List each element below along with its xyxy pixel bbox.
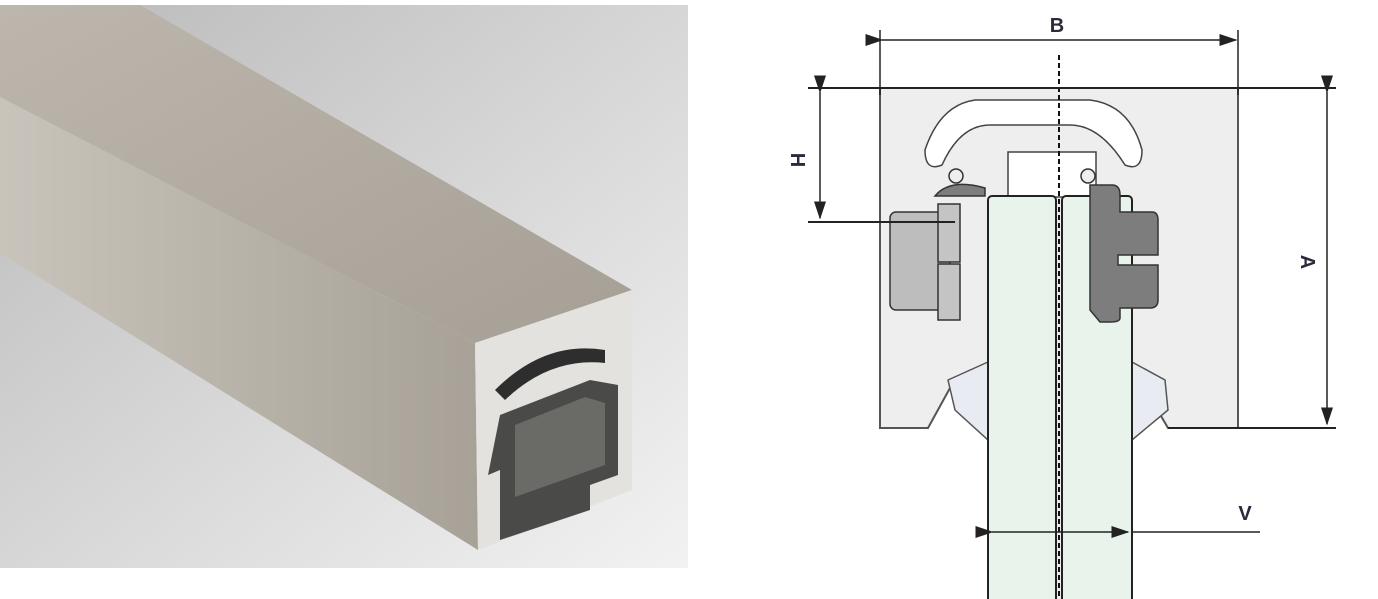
glass-left — [987, 195, 1057, 599]
cross-section-diagram: B H A V — [786, 15, 1336, 599]
right-gasket — [1089, 184, 1159, 323]
left-bead — [948, 168, 964, 184]
left-block-upper — [937, 203, 961, 263]
dimension-v-label: V — [1238, 503, 1252, 525]
right-bead — [1080, 168, 1096, 184]
profile-side-face — [0, 97, 478, 550]
dimension-a-label: A — [1296, 255, 1318, 269]
profile-channel-inner — [515, 397, 605, 497]
dimension-b-label: B — [1050, 15, 1064, 37]
left-clip — [933, 183, 986, 197]
profile-arch-slot — [495, 348, 605, 400]
arch-slot — [924, 99, 1143, 168]
dimension-h-label: H — [786, 153, 808, 167]
left-block-lower — [937, 263, 961, 321]
profile-top-face — [0, 5, 632, 343]
profile-photo — [0, 5, 688, 568]
